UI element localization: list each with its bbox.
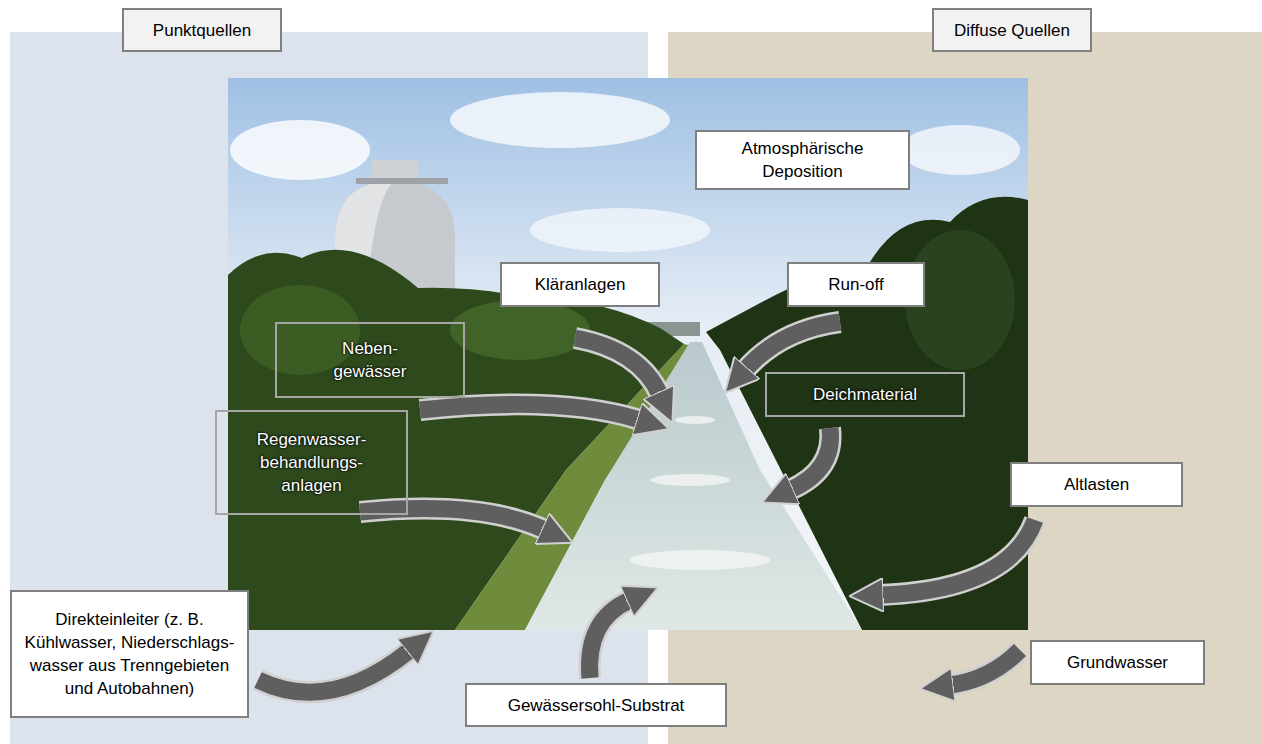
river (525, 342, 862, 630)
source-box: Gewässersohl-Substrat (465, 683, 727, 727)
source-name: Run-off (828, 273, 883, 296)
source-name: Punktquellen (153, 19, 251, 42)
inflow-arrows (258, 322, 1035, 692)
source-name: Gewässersohl-Substrat (508, 694, 685, 717)
source-box: Altlasten (1010, 462, 1183, 507)
source-box: Atmosphärische Deposition (695, 130, 910, 190)
source-box: Direkteinleiter (z. B. Kühlwasser, Niede… (10, 590, 249, 718)
source-box: Kläranlagen (500, 262, 660, 307)
source-name: Deichmaterial (813, 383, 917, 406)
source-label: Regenwasser- behandlungs- anlagen (215, 410, 408, 515)
source-name: Altlasten (1064, 473, 1129, 496)
source-box: Grundwasser (1030, 640, 1205, 685)
source-name: Kläranlagen (535, 273, 626, 296)
source-label: Neben- gewässer (275, 322, 465, 398)
source-name: Diffuse Quellen (954, 19, 1070, 42)
category-header: Diffuse Quellen (932, 8, 1092, 52)
source-name: Neben- gewässer (320, 337, 420, 383)
source-label: Deichmaterial (765, 372, 965, 417)
diffuse-source-band (668, 32, 1262, 744)
source-name: Grundwasser (1067, 651, 1168, 674)
source-box: Run-off (787, 262, 925, 307)
category-header: Punktquellen (122, 8, 282, 52)
photo (228, 78, 1028, 630)
source-name: Atmosphärische Deposition (728, 137, 878, 183)
source-name: Direkteinleiter (z. B. Kühlwasser, Niede… (22, 608, 237, 700)
source-name: Regenwasser- behandlungs- anlagen (242, 428, 382, 497)
